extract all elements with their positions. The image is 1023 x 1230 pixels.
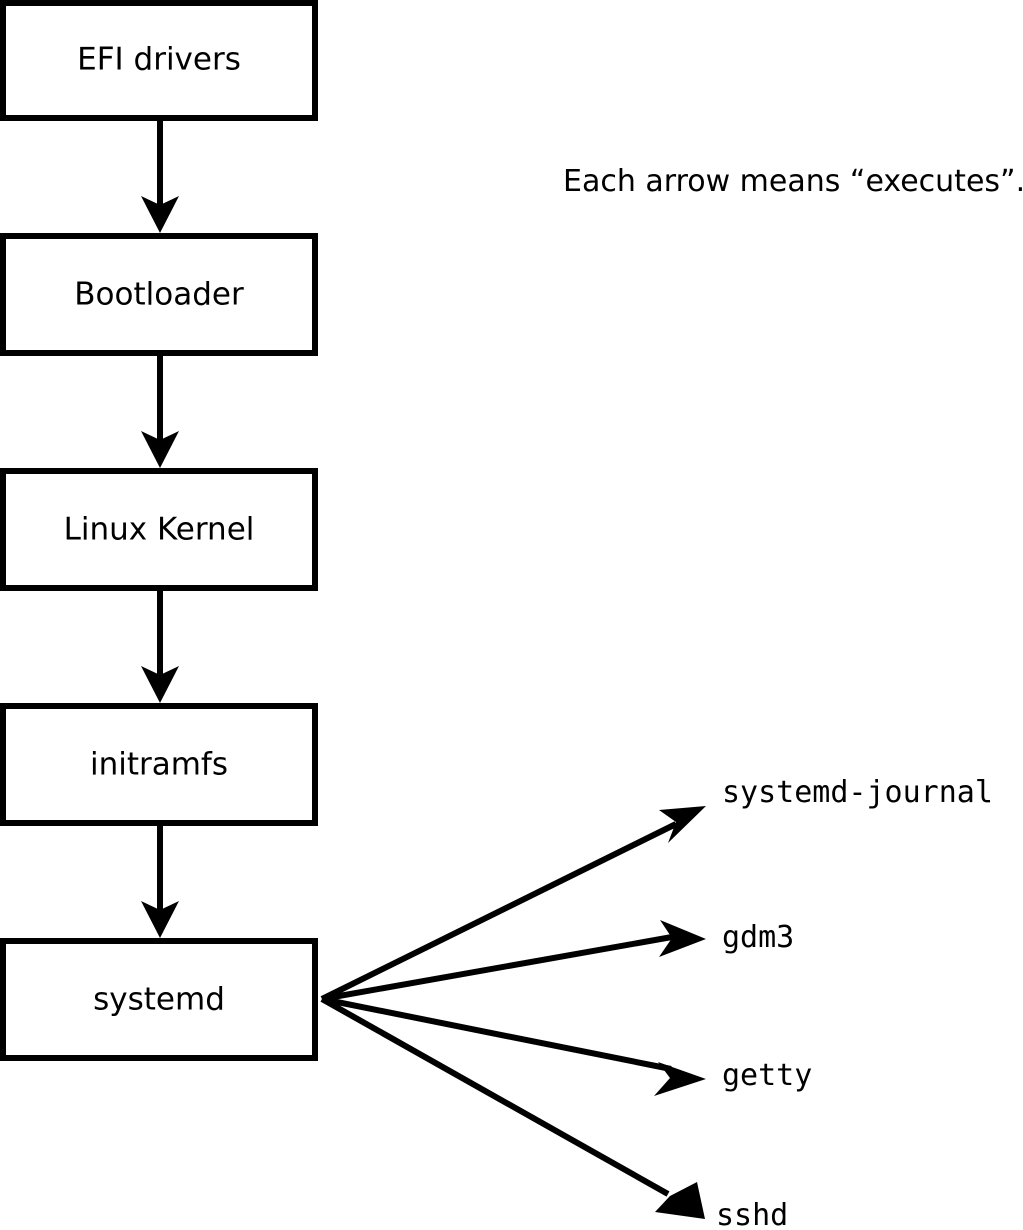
service-label-getty[interactable]: getty — [722, 1058, 812, 1093]
box-outline — [0, 703, 318, 826]
box-outline — [0, 0, 318, 121]
flow-arrow-initramfs-to-systemd — [141, 823, 179, 938]
fan-arrow-getty — [321, 996, 706, 1096]
arrow-shaft — [321, 934, 673, 1002]
service-label-sshd[interactable]: sshd — [716, 1198, 788, 1230]
flow-arrow-efi-to-bootloader — [141, 118, 179, 233]
arrow-head-down — [141, 431, 179, 468]
box-outline — [0, 938, 318, 1061]
stage-box-systemd[interactable]: systemd — [0, 938, 318, 1061]
fan-arrow-gdm3 — [321, 920, 706, 1002]
fan-arrow-sshd — [320, 996, 705, 1219]
arrow-head-downright — [655, 1182, 705, 1219]
service-label-systemd-journal[interactable]: systemd-journal — [722, 775, 993, 810]
arrow-head-down — [141, 666, 179, 703]
box-label: systemd — [93, 982, 225, 1018]
box-label: Bootloader — [74, 277, 244, 313]
arrow-shaft — [321, 996, 672, 1072]
arrow-head-down — [141, 901, 179, 938]
arrow-shaft — [320, 996, 670, 1197]
fan-arrow-systemd-journal — [320, 806, 706, 1002]
diagram-annotation: Each arrow means “executes”. — [563, 164, 1023, 199]
stage-box-efi-drivers[interactable]: EFI drivers — [0, 0, 318, 121]
box-label: Linux Kernel — [64, 512, 255, 548]
arrow-head-upright — [659, 806, 706, 843]
arrow-head-right — [654, 1062, 706, 1096]
service-label-gdm3[interactable]: gdm3 — [722, 920, 794, 955]
arrow-head-right — [659, 920, 706, 957]
box-label: EFI drivers — [77, 42, 241, 78]
box-label: initramfs — [90, 747, 228, 783]
flow-arrow-kernel-to-initramfs — [141, 588, 179, 703]
arrow-head-down — [141, 196, 179, 233]
stage-box-initramfs[interactable]: initramfs — [0, 703, 318, 826]
flow-arrow-bootloader-to-kernel — [141, 353, 179, 468]
stage-box-linux-kernel[interactable]: Linux Kernel — [0, 468, 318, 591]
stage-box-bootloader[interactable]: Bootloader — [0, 233, 318, 356]
arrow-shaft — [320, 821, 678, 1002]
